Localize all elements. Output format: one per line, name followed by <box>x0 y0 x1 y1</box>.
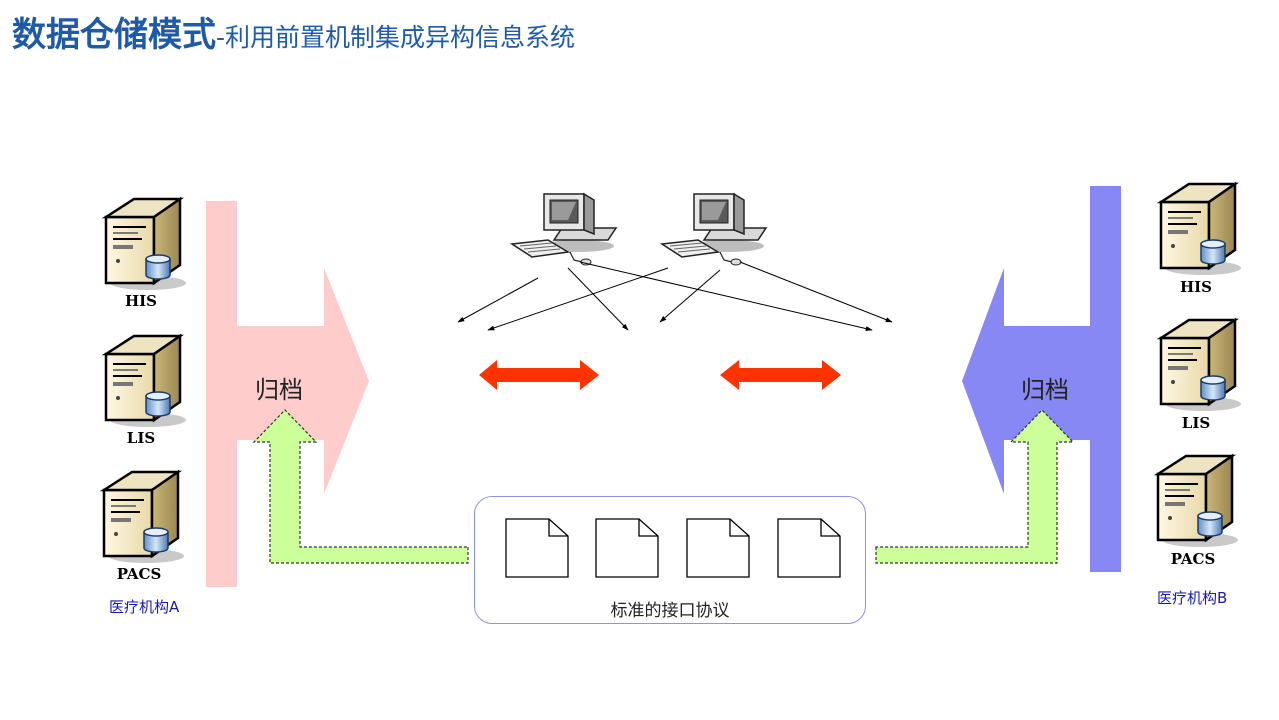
page-title-main: 数据仓储模式 <box>12 15 216 55</box>
left-his-label: HIS <box>124 292 158 310</box>
right-archive-bar <box>962 186 1121 572</box>
document-icon <box>777 518 841 578</box>
page-title-sub: -利用前置机制集成异构信息系统 <box>216 23 576 52</box>
protocol-label: 标准的接口协议 <box>610 601 730 621</box>
right-org-name: 医疗机构B <box>1157 589 1228 607</box>
right-his-label: HIS <box>1179 278 1213 296</box>
connection-lines <box>457 261 893 331</box>
right-pacs-label: PACS <box>1170 550 1216 568</box>
left-org-name: 医疗机构A <box>109 598 180 616</box>
left-flow-arrow <box>252 409 469 564</box>
document-icon <box>595 518 659 578</box>
left-pacs-label: PACS <box>116 565 162 583</box>
right-archive-label: 归档 <box>1021 376 1069 404</box>
left-lis-label: LIS <box>126 429 156 447</box>
exchange-arrow-left <box>479 360 599 390</box>
exchange-arrow-right <box>720 360 841 390</box>
right-flow-arrow <box>875 409 1075 564</box>
left-archive-bar <box>206 201 369 587</box>
document-icon <box>686 518 750 578</box>
left-archive-label: 归档 <box>255 376 303 404</box>
page-title: 数据仓储模式-利用前置机制集成异构信息系统 <box>12 18 575 52</box>
document-icon <box>505 518 569 578</box>
right-lis-label: LIS <box>1181 414 1211 432</box>
